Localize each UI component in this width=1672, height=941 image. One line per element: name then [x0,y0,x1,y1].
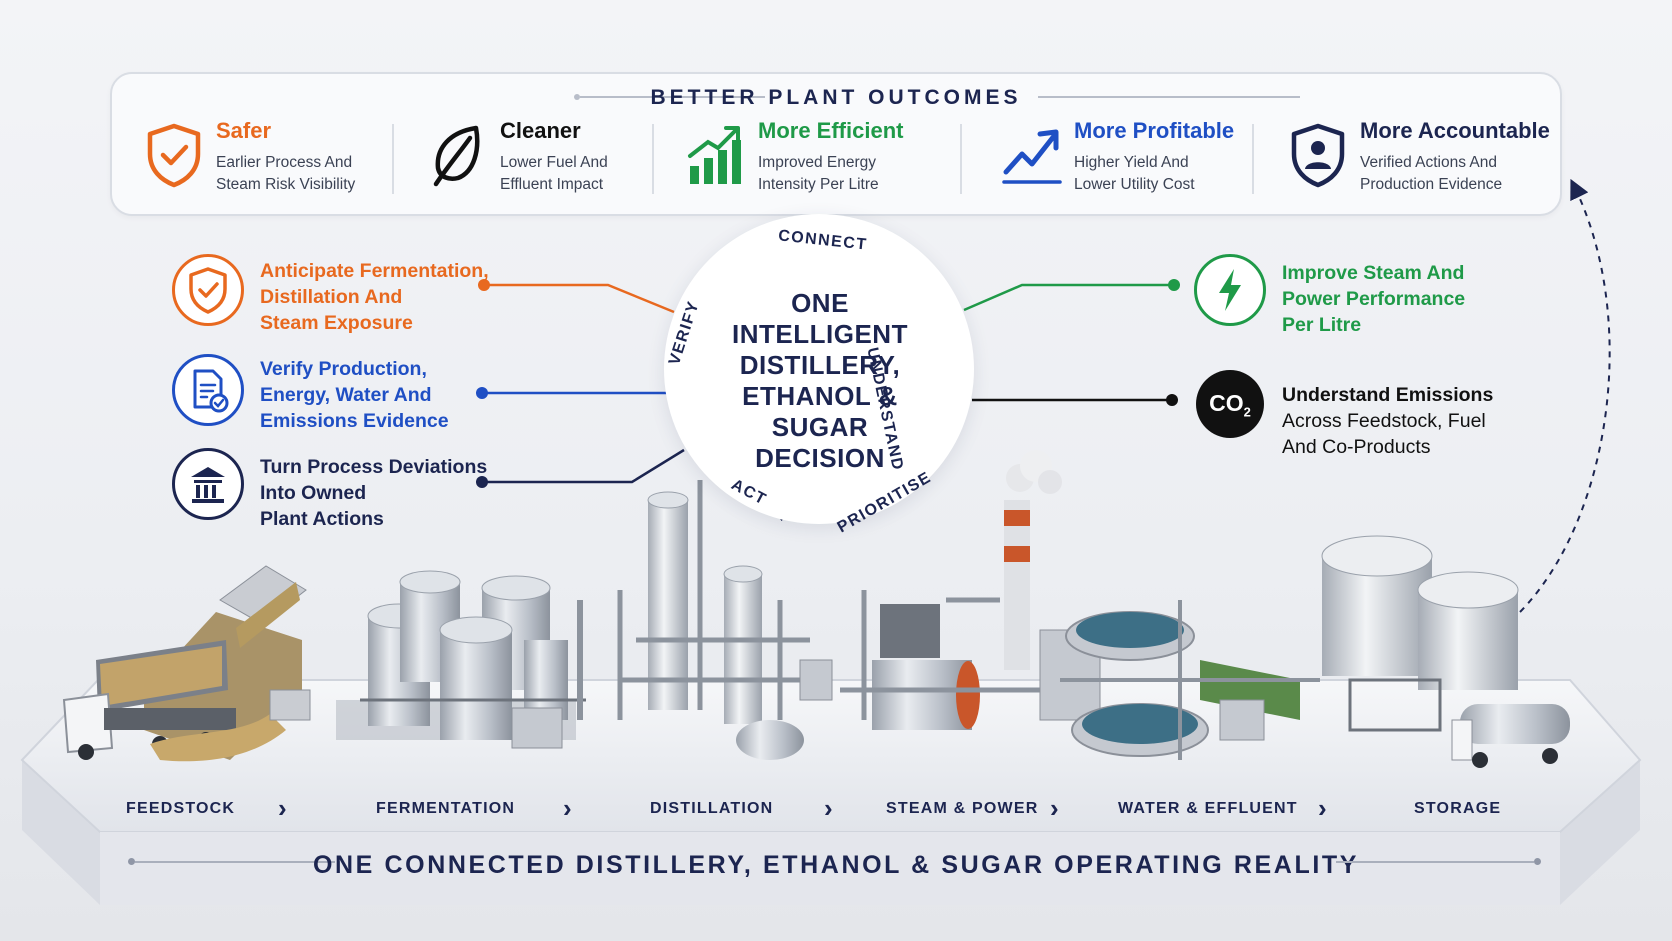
trend-up-icon [1002,129,1062,184]
title-left-dot [574,94,580,100]
title-right-line [1038,96,1300,98]
document-check-icon [193,369,229,413]
outcomes-title: BETTER PLANT OUTCOMES [650,86,1022,109]
chevron-right-icon: › [824,793,833,823]
outcome-heading: More Efficient [758,118,904,143]
outcome-divider [960,124,962,194]
stage-label-water-effluent: WATER & EFFLUENT [1118,800,1298,817]
co2-badge-text: CO2 [1209,390,1251,420]
center-decision-circle [664,214,974,524]
chevron-right-icon: › [278,793,287,823]
leaf-icon [433,125,480,187]
left-card-text-1: Anticipate Fermentation,Distillation And… [260,260,489,334]
shield-check-icon [147,123,201,188]
outcome-heading: More Profitable [1074,118,1235,143]
reality-right-line [1336,861,1534,863]
outcome-heading: Cleaner [500,118,581,143]
outcome-heading: Safer [216,118,272,143]
feedstock-illustration [62,565,311,762]
shield-user-icon [1291,123,1345,188]
stage-label-steam-power: STEAM & POWER [886,800,1039,817]
bar-chart-up-icon [688,126,741,184]
storage-illustration [1321,535,1570,768]
co2-icon: CO2 [1196,370,1264,438]
institution-icon [191,467,225,503]
outcome-divider [1252,124,1254,194]
stage-label-distillation: DISTILLATION [650,800,774,817]
stage-label-fermentation: FERMENTATION [376,800,516,817]
right-card-icon-1 [1194,254,1266,326]
outcomes-panel: BETTER PLANT OUTCOMES Safer Earlier Proc… [110,72,1562,216]
water-effluent-illustration [1060,600,1320,760]
feedback-dashed-arrow [1519,178,1611,613]
left-card-icon-1 [172,254,244,326]
right-connectors [963,279,1180,406]
reality-right-dot [1534,858,1541,865]
reality-left-line [135,861,335,863]
stage-label-storage: STORAGE [1414,800,1502,817]
left-card-icon-3 [172,448,244,520]
stage-label-feedstock: FEEDSTOCK [126,800,236,817]
chevron-right-icon: › [1318,793,1327,823]
title-left-line [580,96,765,98]
lightning-icon [1219,269,1241,311]
outcome-divider [652,124,654,194]
chevron-right-icon: › [563,793,572,823]
left-card-icon-2 [172,354,244,426]
fermentation-illustration [336,570,586,749]
reality-banner: ONE CONNECTED DISTILLERY, ETHANOL & SUGA… [312,851,1360,879]
steam-power-illustration [840,450,1101,730]
distillation-illustration [617,480,833,760]
shield-check-icon [189,267,227,314]
outcome-divider [392,124,394,194]
left-connectors [476,279,685,488]
reality-left-dot [128,858,135,865]
outcome-heading: More Accountable [1360,118,1550,143]
chevron-right-icon: › [1050,793,1059,823]
